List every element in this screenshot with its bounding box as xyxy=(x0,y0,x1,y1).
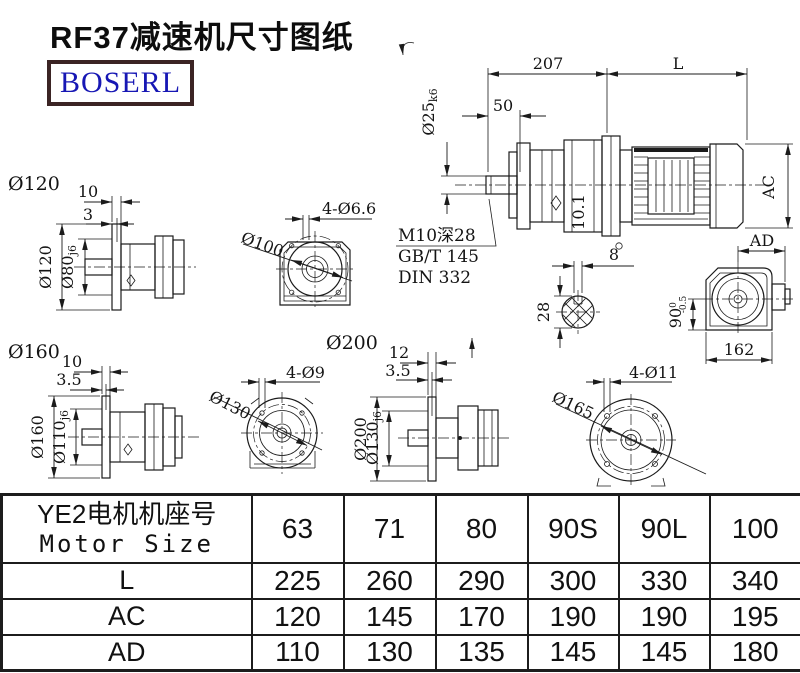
flange-200-side-view: 12 3.5 Ø200 Ø130j6 xyxy=(351,343,512,482)
dim-shaft-section-dia: 28 xyxy=(534,302,553,322)
cell-AD-80: 135 xyxy=(434,633,529,672)
dim-motor-length: L xyxy=(673,54,684,73)
cell-AC-80: 170 xyxy=(434,597,529,636)
flange-200-label: Ø200 xyxy=(326,332,378,354)
table-header-row: YE2电机机座号 Motor Size 63 71 80 90S 90L 100 xyxy=(0,493,800,564)
cell-AC-90L: 190 xyxy=(617,597,711,636)
flange-120-front-view: Ø100 4-Ø6.6 xyxy=(239,199,376,307)
oil-plug-diamond xyxy=(550,195,562,211)
dim-motor-width: AD xyxy=(749,231,774,250)
col-size-100: 100 xyxy=(708,493,800,564)
dim-base-width: 162 xyxy=(724,340,755,359)
col-size-90L: 90L xyxy=(617,493,711,564)
dim-f160-spigot-depth: 3.5 xyxy=(56,370,81,389)
cell-L-63: 225 xyxy=(250,561,345,600)
motor-size-table: YE2电机机座号 Motor Size 63 71 80 90S 90L 100… xyxy=(0,493,800,672)
dim-f200-holes: 4-Ø11 xyxy=(629,363,678,382)
dim-keyway-note: 10.1 xyxy=(569,194,588,230)
page-title: RF37减速机尺寸图纸 xyxy=(50,20,354,55)
thread-note-line3: DIN 332 xyxy=(398,268,471,288)
col-size-90S: 90S xyxy=(526,493,620,564)
table-row-AD: AD 110 130 135 145 145 180 xyxy=(0,633,800,672)
row-label-AD: AD xyxy=(0,633,253,672)
dim-f120-outer-dia: Ø120 xyxy=(36,245,55,289)
dim-center-height: 900-0.5 xyxy=(666,296,689,329)
dim-f120-holes: 4-Ø6.6 xyxy=(322,199,376,218)
dim-key-width: 8 xyxy=(609,245,619,264)
col-size-63: 63 xyxy=(250,493,345,564)
flange-200-front-view: Ø165 4-Ø11 xyxy=(549,363,707,487)
cell-AD-63: 110 xyxy=(250,633,345,672)
dim-f120-bolt-circle: Ø100 xyxy=(239,228,287,261)
cell-AD-100: 180 xyxy=(708,633,800,672)
brand-logo-text: BOSERL xyxy=(60,66,182,99)
cell-L-90L: 330 xyxy=(617,561,711,600)
header-motor-size-en: Motor Size xyxy=(39,529,214,558)
flange-120-label: Ø120 xyxy=(8,173,60,195)
rotation-arrow-icon xyxy=(398,42,415,56)
cell-AD-71: 130 xyxy=(342,633,437,672)
dim-f160-bolt-circle: Ø130 xyxy=(206,387,254,424)
thread-note-line1: M10深28 xyxy=(398,226,476,246)
dim-f200-outer-dia: Ø200 xyxy=(351,417,370,461)
motor-top-band xyxy=(634,148,708,152)
terminal-box xyxy=(771,283,786,311)
dim-f120-thickness: 10 xyxy=(78,182,98,201)
dim-shaft-length: 50 xyxy=(493,96,513,115)
flange-160-side-view: Ø160 10 3.5 Ø160 Ø110j6 xyxy=(8,341,200,479)
dim-f200-spigot-depth: 3.5 xyxy=(385,361,410,380)
dim-f120-spigot-depth: 3 xyxy=(83,205,93,224)
table-row-AC: AC 120 145 170 190 190 195 xyxy=(0,597,800,636)
main-side-view: 10.1 207 L 50 Ø25k6 AC xyxy=(398,42,793,358)
cell-L-90S: 300 xyxy=(526,561,620,600)
dim-motor-od: AC xyxy=(759,175,778,200)
shaft-cross-section: 8 28 xyxy=(534,245,634,348)
cell-AC-90S: 190 xyxy=(526,597,620,636)
thread-note: M10深28 GB/T 145 DIN 332 xyxy=(396,198,497,288)
col-size-80: 80 xyxy=(434,493,529,564)
cell-L-80: 290 xyxy=(434,561,529,600)
dim-f160-outer-dia: Ø160 xyxy=(28,415,47,459)
dim-f160-holes: 4-Ø9 xyxy=(286,363,325,382)
section-hatching xyxy=(562,296,594,328)
cell-L-71: 260 xyxy=(342,561,437,600)
header-motor-size: YE2电机机座号 Motor Size xyxy=(0,493,253,564)
cell-L-100: 340 xyxy=(708,561,800,600)
table-row-L: L 225 260 290 300 330 340 xyxy=(0,561,800,600)
dim-f200-bolt-circle: Ø165 xyxy=(549,387,597,423)
header-motor-size-cn: YE2电机机座号 xyxy=(37,498,217,529)
brand-logo: BOSERL xyxy=(47,60,195,106)
motor-rear-view: AD 900-0.5 162 xyxy=(666,231,794,364)
dim-f200-thickness: 12 xyxy=(389,343,409,362)
flange-160-label: Ø160 xyxy=(8,341,60,363)
cell-AC-63: 120 xyxy=(250,597,345,636)
cell-AC-71: 145 xyxy=(342,597,437,636)
dim-f200-spigot-dia: Ø130j6 xyxy=(363,411,384,465)
row-label-L: L xyxy=(0,561,253,600)
cell-AD-90L: 145 xyxy=(617,633,711,672)
cell-AC-100: 195 xyxy=(708,597,800,636)
dim-f160-spigot-dia: Ø110j6 xyxy=(50,410,71,464)
dim-f160-thickness: 10 xyxy=(62,352,82,371)
col-size-71: 71 xyxy=(342,493,437,564)
dim-gear-length: 207 xyxy=(533,54,564,73)
dim-f120-spigot-dia: Ø80j6 xyxy=(58,245,79,289)
dim-shaft-diameter: Ø25k6 xyxy=(419,88,440,135)
cell-AD-90S: 145 xyxy=(526,633,620,672)
thread-note-line2: GB/T 145 xyxy=(398,247,479,267)
drain-plug xyxy=(615,242,623,250)
row-label-AC: AC xyxy=(0,597,253,636)
flange-120-side-view: Ø120 10 3 Ø120 Ø80j6 xyxy=(8,173,196,311)
technical-drawing: 10.1 207 L 50 Ø25k6 AC M10深28 GB/T 145 D… xyxy=(8,42,794,487)
